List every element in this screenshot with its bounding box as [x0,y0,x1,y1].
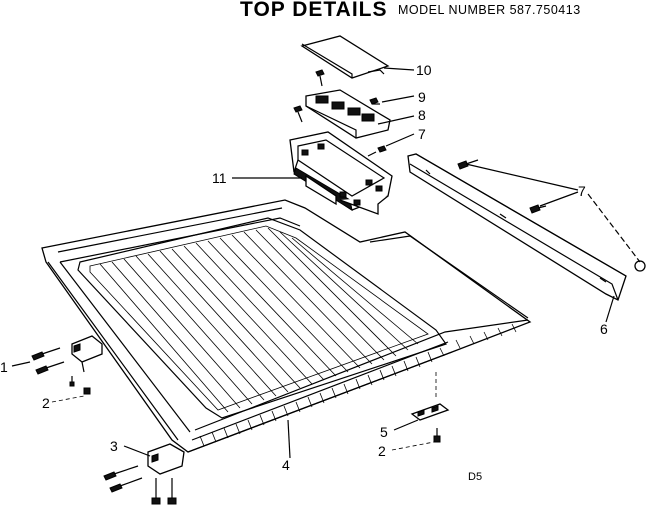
callout-2-upper: 2 [42,395,50,411]
model-number: MODEL NUMBER 587.750413 [398,3,581,17]
hinge-lower [103,443,185,505]
hinge-upper [31,335,103,395]
callout-3: 3 [110,438,118,454]
latch [410,372,450,443]
page-code: D5 [468,471,482,483]
diagram-title: TOP DETAILS [240,0,388,21]
callout-9: 9 [418,89,426,105]
callout-6: 6 [600,321,608,337]
screws [293,69,646,272]
callout-2-lower: 2 [378,443,386,459]
callout-5: 5 [380,424,388,440]
control-housing [289,131,393,215]
rear-bracket [407,153,627,301]
callout-labels: 10 9 8 7 11 7 6 1 2 3 4 5 2 D5 [0,62,608,483]
callout-7-bracket: 7 [578,183,586,199]
callout-11: 11 [212,170,227,186]
callout-8: 8 [418,107,426,123]
switch-block [305,89,391,139]
top-panel [41,199,532,453]
callout-10: 10 [416,62,432,78]
callout-4: 4 [282,457,290,473]
leader-lines [11,67,641,459]
callout-1: 1 [0,359,8,375]
callout-7-housing: 7 [418,126,426,142]
cover-plate [300,35,390,79]
